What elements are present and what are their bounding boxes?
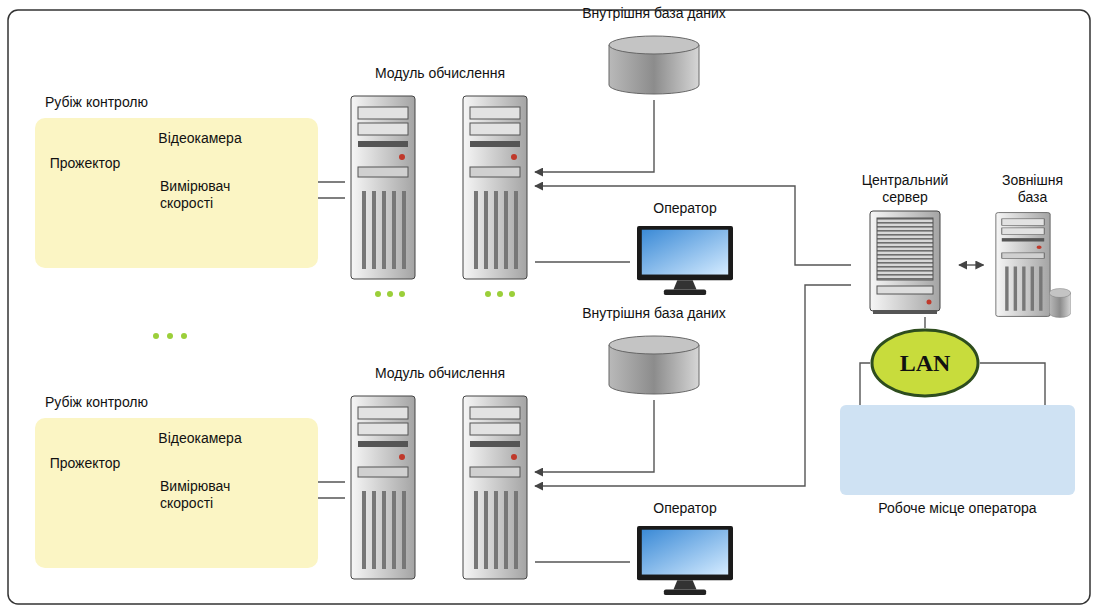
node-label: Робоче місце оператора [878, 500, 1036, 517]
connector [535, 400, 654, 472]
speed-meter-device: Вимірювач скорості [150, 478, 260, 562]
computer-towers [351, 96, 527, 579]
connector [535, 285, 851, 486]
node-label: Прожектор [50, 455, 121, 472]
node-label: Прожектор [50, 155, 121, 172]
node-label: Оператор [653, 200, 716, 217]
node-label: Центральний сервер [851, 172, 959, 206]
operator-workplace: Робоче місце оператора [840, 405, 1075, 495]
internal-database: Внутрішня база даних [569, 305, 739, 400]
servers [870, 211, 1071, 318]
operator-monitor: Оператор [630, 500, 740, 600]
camera-device: Відеокамера [150, 130, 250, 180]
node-label: Модуль обчислення [375, 365, 505, 382]
network-ellipse: LAN [870, 328, 980, 398]
central-server: Центральний сервер [851, 172, 959, 317]
internal-database: Внутрішня база даних [569, 5, 739, 100]
node-label: Відеокамера [158, 130, 241, 147]
speed-meter-device: Вимірювач скорості [150, 178, 260, 262]
node-label: Модуль обчислення [375, 65, 505, 82]
connector [535, 186, 851, 265]
connector [959, 264, 984, 265]
continuation-dots [153, 291, 515, 339]
compute-module: Модуль обчислення [345, 365, 535, 585]
node-label: Зовнішня база [988, 172, 1078, 206]
node-label: Вимірювач скорості [160, 178, 250, 212]
control-line-band: Рубіж контролюПрожекторВідеокамераВимірю… [35, 118, 318, 268]
external-database: Зовнішня база [984, 172, 1082, 322]
node-label: Оператор [653, 500, 716, 517]
camera-device: Відеокамера [150, 430, 250, 480]
compute-module: Модуль обчислення [345, 65, 535, 285]
connector [860, 363, 870, 405]
monitors [637, 226, 733, 595]
frame [8, 10, 1090, 604]
node-label: Вимірювач скорості [160, 478, 250, 512]
control-line-band: Рубіж контролюПрожекторВідеокамераВимірю… [35, 418, 318, 568]
projector-device: Прожектор [40, 155, 130, 225]
connector [535, 100, 654, 172]
connector [535, 561, 630, 562]
node-label: Відеокамера [158, 430, 241, 447]
connector [980, 363, 1045, 405]
projector-device: Прожектор [40, 455, 130, 525]
connector [535, 261, 630, 262]
connector [924, 317, 925, 328]
network-label: LAN [900, 349, 951, 377]
node-label: Рубіж контролю [45, 94, 148, 111]
operator-monitor: Оператор [630, 200, 740, 300]
node-label: Внутрішня база даних [582, 5, 726, 22]
node-label: Рубіж контролю [45, 394, 148, 411]
node-label: Внутрішня база даних [582, 305, 726, 322]
